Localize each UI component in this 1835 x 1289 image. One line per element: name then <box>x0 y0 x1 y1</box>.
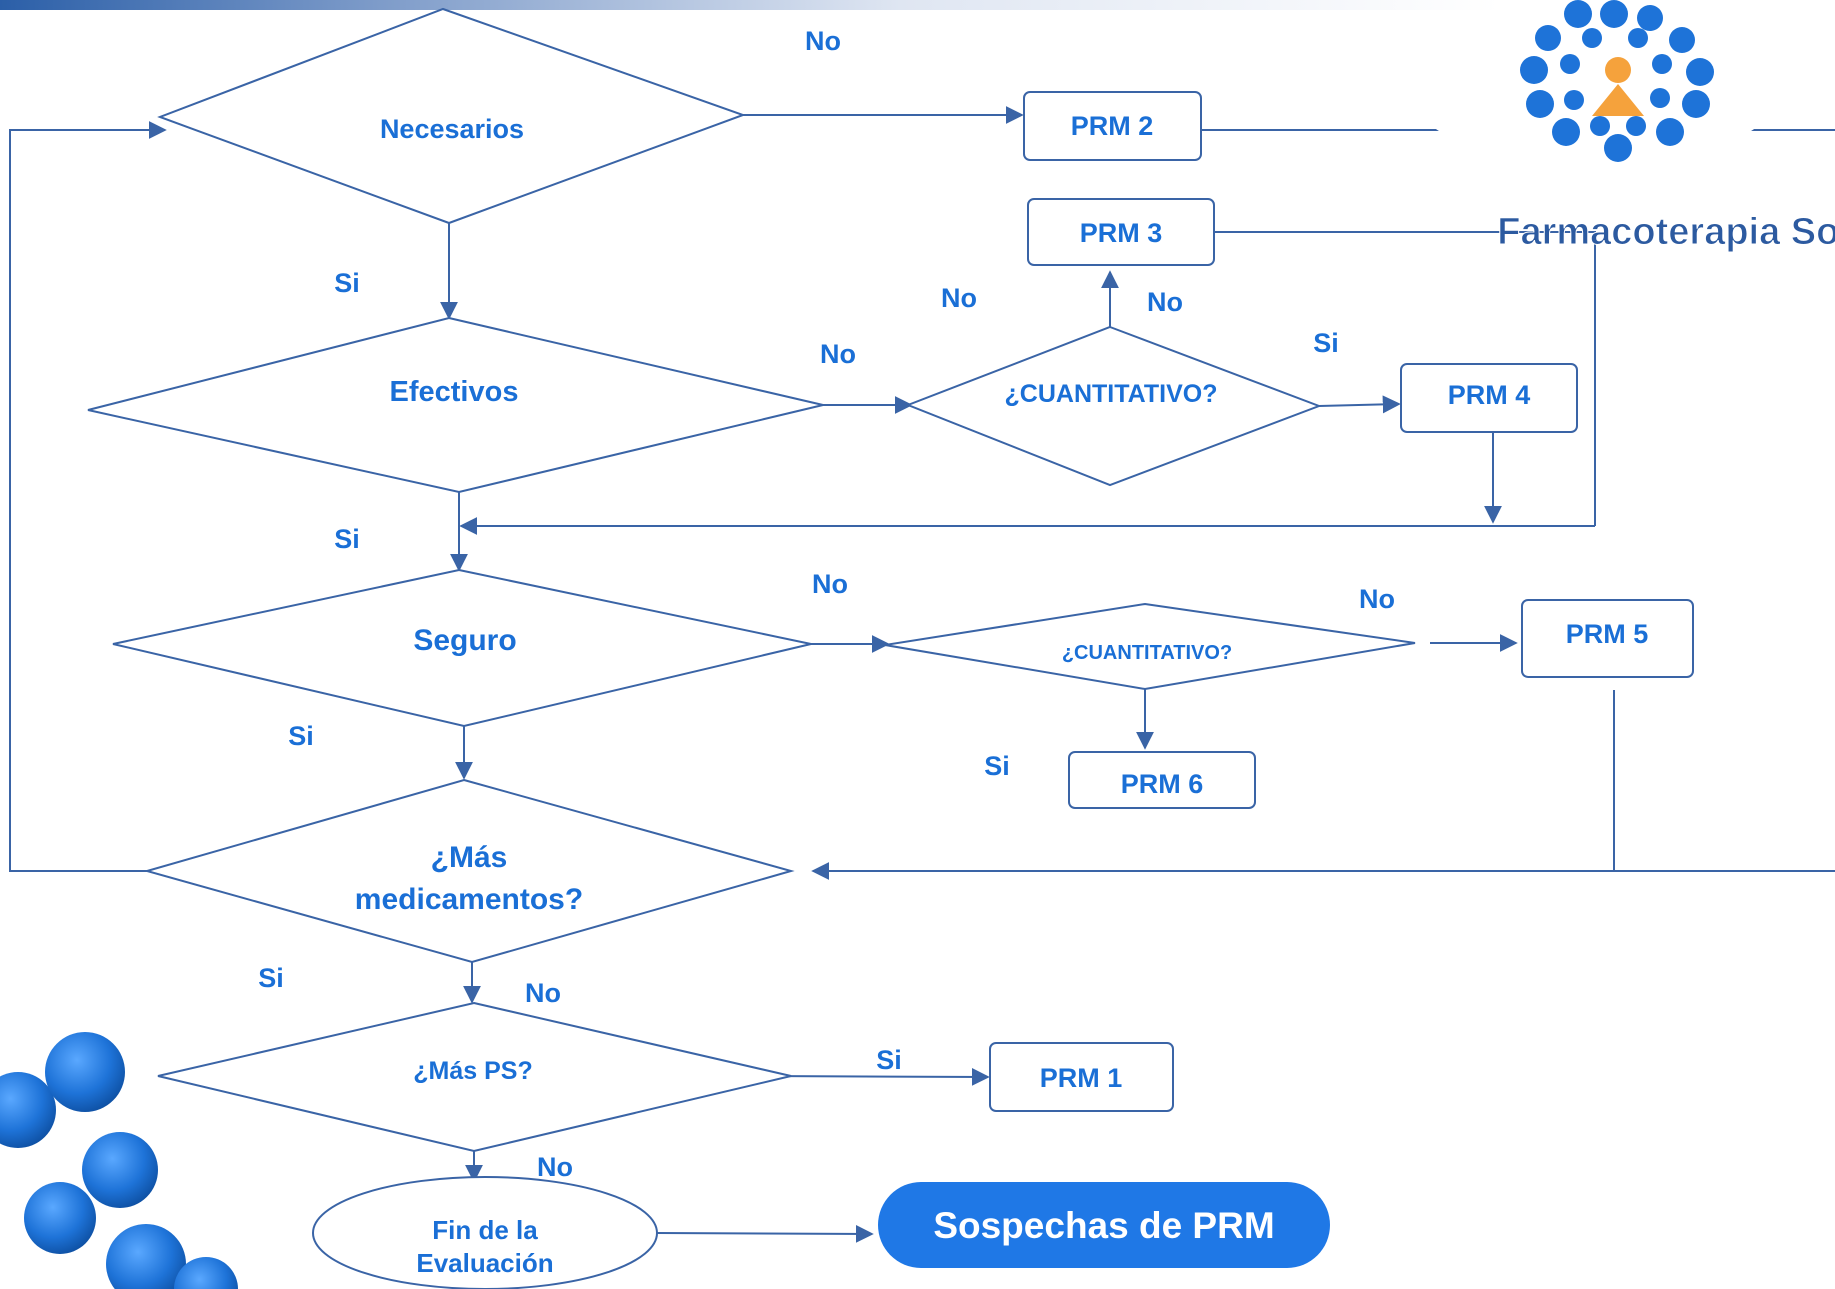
edge-label-cuant2-no: No <box>1359 584 1395 614</box>
edge-label-cuant1-si: Si <box>1313 328 1339 358</box>
edge-label-necesarios-no: No <box>805 26 841 56</box>
prm1-label: PRM 1 <box>1040 1063 1123 1093</box>
cuantitativo-1-decision <box>905 325 1322 487</box>
edge-label-cuant1-no-up: No <box>1147 287 1183 317</box>
edge-label-mas-ps-no: No <box>537 1152 573 1182</box>
mas-ps-decision <box>157 1001 792 1153</box>
decorative-balls-icon <box>0 1032 238 1289</box>
mas-medicamentos-decision <box>143 778 795 964</box>
mas-ps-to-prm1-connector <box>756 1067 990 1086</box>
loop-back-connector <box>9 121 167 872</box>
prm6-box <box>1068 751 1256 809</box>
mas-ps-label: ¿Más PS? <box>413 1057 532 1085</box>
edge-label-cuant1-no-left: No <box>941 283 977 313</box>
prm5-box <box>1521 599 1694 678</box>
prm2-label: PRM 2 <box>1071 111 1154 141</box>
fin-evaluacion-label-line1: Fin de la <box>432 1215 538 1245</box>
prm5-label: PRM 5 <box>1566 619 1649 649</box>
necesarios-label: Necesarios <box>380 114 524 144</box>
prm1-box <box>989 1042 1174 1112</box>
edge-label-efectivos-si: Si <box>334 524 360 554</box>
edge-label-necesarios-si: Si <box>334 268 360 298</box>
cuantitativo-2-decision <box>884 602 1416 691</box>
edge-label-mas-ps-si: Si <box>876 1045 902 1075</box>
prm4-label: PRM 4 <box>1448 380 1531 410</box>
fin-evaluacion-terminal <box>312 1176 658 1289</box>
edge-label-mas-med-si: Si <box>258 963 284 993</box>
sospechas-prm-terminal <box>878 1182 1330 1268</box>
edge-label-efectivos-no: No <box>820 339 856 369</box>
mas-medicamentos-label-line2: medicamentos? <box>355 883 583 916</box>
fin-to-sospechas-connector <box>656 1224 874 1243</box>
fin-evaluacion-label-line2: Evaluación <box>416 1248 553 1278</box>
prm6-label: PRM 6 <box>1121 769 1204 799</box>
connectors <box>9 106 1835 1243</box>
prm3-box <box>1027 198 1215 266</box>
sospechas-prm-label: Sospechas de PRM <box>933 1205 1274 1246</box>
cuant1-to-prm4-connector <box>1318 395 1401 414</box>
edge-label-cuant2-si: Si <box>984 751 1010 781</box>
efectivos-decision <box>87 316 824 494</box>
edge-label-mas-med-no: No <box>525 978 561 1008</box>
necesarios-decision <box>157 7 746 225</box>
edge-label-seguro-si: Si <box>288 721 314 751</box>
prm4-box <box>1400 363 1578 433</box>
seguro-decision <box>112 568 812 728</box>
seguro-label: Seguro <box>413 624 516 657</box>
cuantitativo-2-label: ¿CUANTITATIVO? <box>1062 642 1232 664</box>
farmacoterapia-social-logo-icon <box>1405 0 1785 168</box>
mas-medicamentos-label-line1: ¿Más <box>431 841 508 874</box>
cuantitativo-1-label: ¿CUANTITATIVO? <box>1005 380 1218 408</box>
edge-label-seguro-no: No <box>812 569 848 599</box>
prm2-box <box>1023 91 1202 161</box>
prm3-label: PRM 3 <box>1080 218 1163 248</box>
efectivos-label: Efectivos <box>390 376 519 408</box>
header-bar <box>0 0 1500 10</box>
prm3-return-connector <box>1215 231 1596 526</box>
logo-text: Farmacoterapia Social <box>1497 211 1835 253</box>
